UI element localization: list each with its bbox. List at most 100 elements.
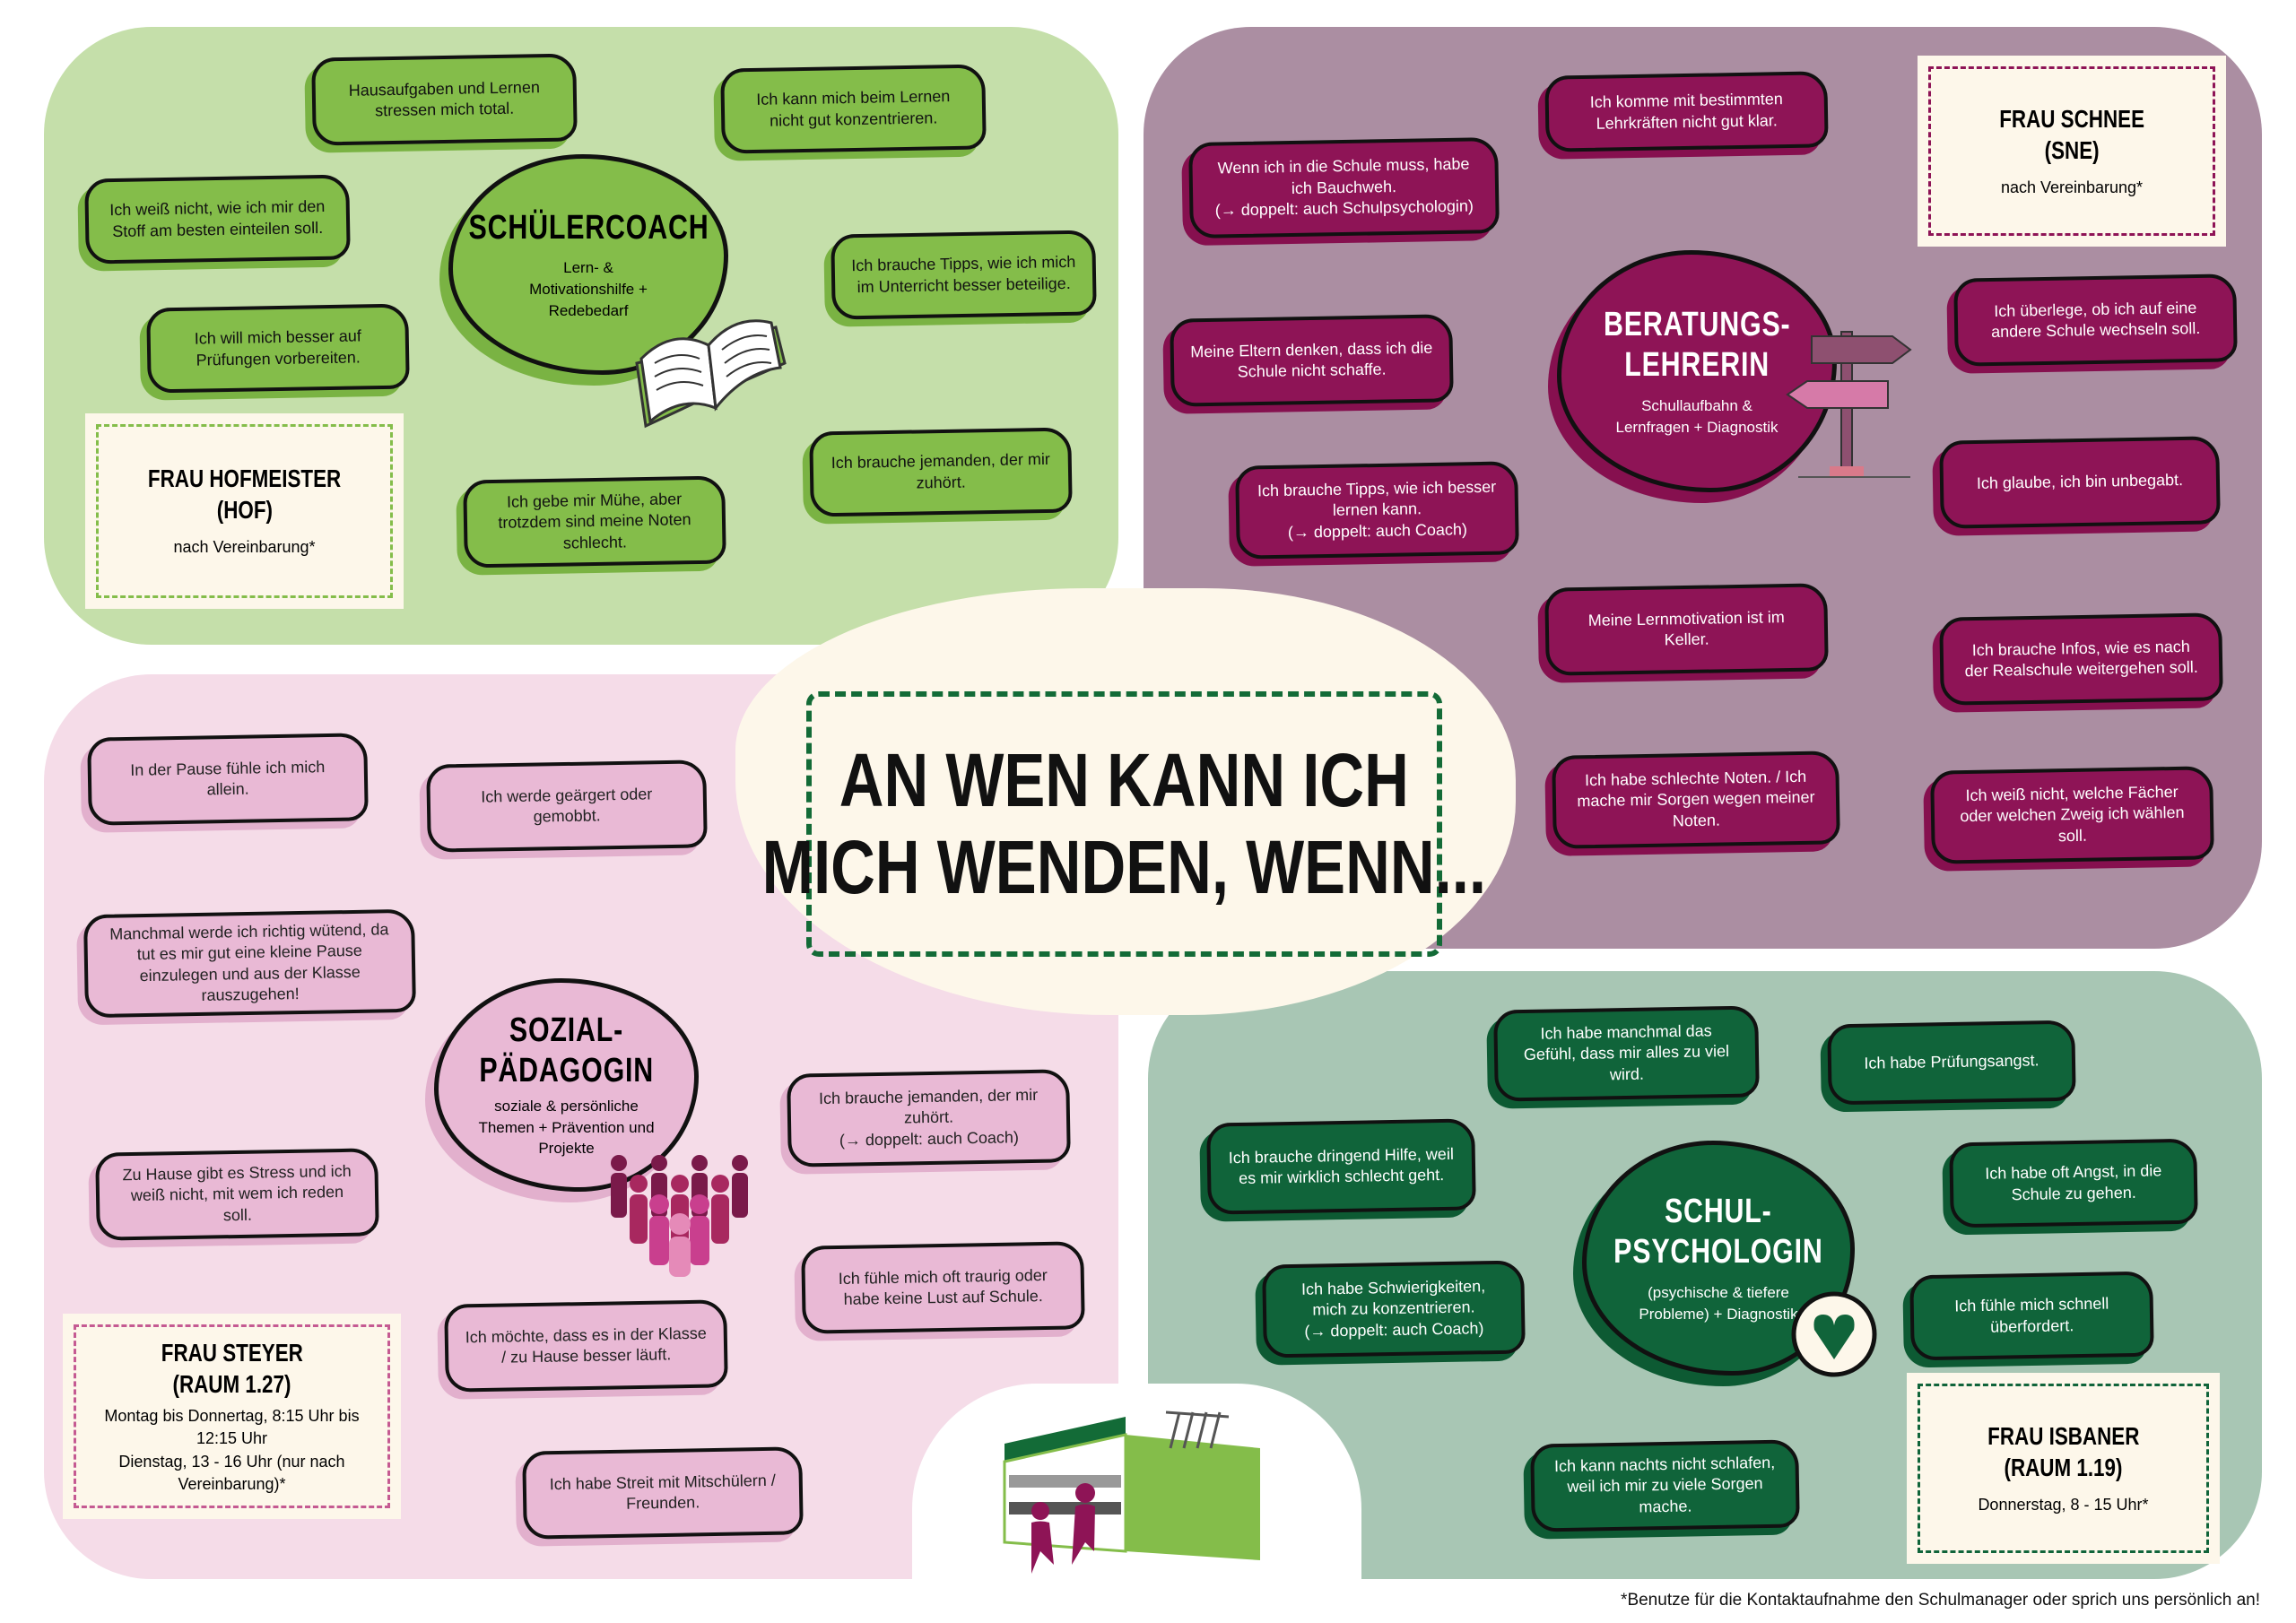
- card-text: Ich will mich besser auf Prüfungen vorbe…: [194, 326, 361, 369]
- card-note: (→ doppelt: auch Coach): [1304, 1318, 1484, 1341]
- role-title: SOZIAL-: [509, 1011, 624, 1049]
- contact-code: (SNE): [2044, 135, 2100, 164]
- concern-card: Ich fühle mich schnell überfordert.: [1909, 1271, 2154, 1361]
- concern-card: Ich überlege, ob ich auf eine andere Sch…: [1953, 273, 2238, 367]
- card-text: In der Pause fühle ich mich allein.: [130, 757, 326, 799]
- school-logo-icon: [1003, 1410, 1260, 1574]
- card-note: (→ doppelt: auch Schulpsychologin): [1214, 196, 1474, 220]
- card-text: Meine Lernmotivation ist im Keller.: [1587, 607, 1785, 649]
- role-subtitle: Schullaufbahn & Lernfragen + Diagnostik: [1615, 396, 1779, 436]
- book-icon: [635, 319, 787, 429]
- concern-card: Manchmal werde ich richtig wütend, da tu…: [83, 908, 416, 1019]
- concern-card: Ich gebe mir Mühe, aber trotzdem sind me…: [463, 475, 726, 568]
- card-text: Wenn ich in die Schule muss, habe ich Ba…: [1217, 154, 1470, 197]
- card-text: Ich kann mich beim Lernen nicht gut konz…: [756, 87, 951, 130]
- contact-hours: Dienstag, 13 - 16 Uhr (nur nach Vereinba…: [118, 1452, 345, 1493]
- page-title-line: AN WEN KANN ICH: [839, 738, 1410, 823]
- title-box: AN WEN KANN ICH MICH WENDEN, WENN...: [762, 691, 1486, 957]
- concern-card: Ich brauche Tipps, wie ich mich im Unter…: [831, 230, 1097, 320]
- role-title: PÄDAGOGIN: [479, 1052, 654, 1090]
- card-text: Ich fühle mich oft traurig oder habe kei…: [838, 1265, 1048, 1308]
- concern-card: Zu Hause gibt es Stress und ich weiß nic…: [95, 1148, 379, 1241]
- contact-name: FRAU HOFMEISTER: [147, 464, 342, 493]
- beratung-heading-blob: BERATUNGS- LEHRERIN Schullaufbahn & Lern…: [1557, 250, 1837, 492]
- role-subtitle: (psychische & tiefere Probleme) + Diagno…: [1639, 1283, 1798, 1323]
- sozial-heading-blob: SOZIAL- PÄDAGOGIN soziale & persönliche …: [434, 978, 699, 1192]
- contact-box: FRAU STEYER (RAUM 1.27) Montag bis Donne…: [63, 1314, 401, 1519]
- card-text: Ich habe oft Angst, in die Schule zu geh…: [1985, 1161, 2162, 1203]
- card-note: (→ doppelt: auch Coach): [1287, 519, 1468, 542]
- concern-card: Ich brauche jemanden, der mir zuhört.: [809, 427, 1073, 517]
- page-title-line: MICH WENDEN, WENN...: [761, 825, 1487, 909]
- card-text: Ich habe Schwierigkeiten, mich zu konzen…: [1300, 1277, 1486, 1319]
- concern-card: Ich brauche jemanden, der mir zuhört.(→ …: [787, 1069, 1071, 1167]
- concern-card: Ich habe Streit mit Mitschülern / Freund…: [522, 1446, 804, 1540]
- card-text: Ich fühle mich schnell überfordert.: [1954, 1294, 2109, 1336]
- contact-code: (HOF): [216, 496, 273, 525]
- signpost-icon: [1786, 331, 1912, 478]
- card-text: Ich brauche Tipps, wie ich besser lernen…: [1257, 477, 1497, 520]
- card-text: Ich werde geärgert oder gemobbt.: [481, 784, 653, 826]
- card-text: Ich brauche Tipps, wie ich mich im Unter…: [851, 252, 1076, 296]
- concern-card: Hausaufgaben und Lernen stressen mich to…: [311, 53, 578, 146]
- concern-card: In der Pause fühle ich mich allein.: [87, 733, 369, 826]
- contact-code: (RAUM 1.27): [172, 1370, 291, 1399]
- card-text: Ich überlege, ob ich auf eine andere Sch…: [1990, 298, 2201, 342]
- role-title: BERATUNGS-: [1603, 305, 1791, 343]
- card-text: Ich habe Streit mit Mitschülern / Freund…: [549, 1471, 776, 1513]
- people-group-icon: [611, 1155, 748, 1277]
- card-text: Manchmal werde ich richtig wütend, da tu…: [109, 920, 389, 1004]
- card-text: Ich glaube, ich bin unbegabt.: [1976, 471, 2184, 493]
- concern-card: Ich weiß nicht, wie ich mir den Stoff am…: [84, 174, 351, 265]
- concern-card: Ich brauche Infos, wie es nach der Reals…: [1939, 612, 2223, 706]
- contact-name: FRAU STEYER: [161, 1339, 303, 1367]
- concern-card: Ich werde geärgert oder gemobbt.: [426, 759, 708, 853]
- concern-card: Ich kann mich beim Lernen nicht gut konz…: [720, 64, 987, 154]
- concern-card: Ich will mich besser auf Prüfungen vorbe…: [146, 303, 410, 394]
- contact-box: FRAU ISBANER (RAUM 1.19) Donnerstag, 8 -…: [1907, 1373, 2220, 1564]
- concern-card: Ich brauche dringend Hilfe, weil es mir …: [1206, 1118, 1476, 1215]
- concern-card: Ich brauche Tipps, wie ich besser lernen…: [1235, 461, 1519, 560]
- card-text: Ich habe Prüfungsangst.: [1864, 1051, 2039, 1072]
- concern-card: Ich fühle mich oft traurig oder habe kei…: [801, 1241, 1085, 1334]
- coach-heading-blob: SCHÜLERCOACH Lern- & Motivationshilfe + …: [448, 154, 728, 375]
- concern-card: Ich komme mit bestimmten Lehrkräften nic…: [1544, 71, 1829, 152]
- concern-card: Ich habe schlechte Noten. / Ich mache mi…: [1552, 751, 1840, 849]
- card-note: (→ doppelt: auch Coach): [839, 1127, 1020, 1150]
- card-text: Zu Hause gibt es Stress und ich weiß nic…: [122, 1161, 352, 1224]
- footnote: *Benutze für die Kontaktaufnahme den Sch…: [1621, 1591, 2260, 1610]
- role-title: SCHUL-: [1665, 1192, 1772, 1230]
- concern-card: Ich weiß nicht, welche Fächer oder welch…: [1930, 766, 2214, 864]
- role-title: PSYCHOLOGIN: [1613, 1233, 1823, 1271]
- role-subtitle: Lern- & Motivationshilfe + Redebedarf: [529, 259, 648, 319]
- contact-name: FRAU SCHNEE: [1999, 104, 2144, 133]
- role-subtitle: soziale & persönliche Themen + Präventio…: [478, 1097, 655, 1158]
- concern-card: Ich möchte, dass es in der Klasse / zu H…: [444, 1299, 728, 1393]
- card-text: Ich möchte, dass es in der Klasse / zu H…: [465, 1324, 708, 1367]
- card-text: Ich kann nachts nicht schlafen, weil ich…: [1553, 1453, 1776, 1516]
- card-text: Ich brauche jemanden, der mir zuhört.: [831, 449, 1051, 491]
- concern-card: Ich habe Prüfungsangst.: [1827, 1020, 2076, 1106]
- contact-box: FRAU HOFMEISTER (HOF) nach Vereinbarung*: [85, 413, 404, 609]
- role-title: SCHÜLERCOACH: [468, 208, 709, 247]
- role-title: LEHRERIN: [1624, 346, 1770, 385]
- concern-card: Ich habe manchmal das Gefühl, dass mir a…: [1493, 1005, 1760, 1102]
- card-text: Ich brauche dringend Hilfe, weil es mir …: [1228, 1144, 1455, 1187]
- contact-hours: nach Vereinbarung*: [173, 538, 316, 557]
- contact-box: FRAU SCHNEE (SNE) nach Vereinbarung*: [1918, 56, 2226, 247]
- concern-card: Ich habe oft Angst, in die Schule zu geh…: [1949, 1138, 2198, 1228]
- card-text: Ich weiß nicht, welche Fächer oder welch…: [1960, 782, 2185, 845]
- card-text: Ich brauche jemanden, der mir zuhört.: [818, 1085, 1039, 1127]
- concern-card: Ich habe Schwierigkeiten, mich zu konzen…: [1262, 1260, 1526, 1358]
- contact-hours: Donnerstag, 8 - 15 Uhr*: [1978, 1495, 2149, 1514]
- concern-card: Wenn ich in die Schule muss, habe ich Ba…: [1188, 136, 1500, 239]
- title-cloud: [735, 588, 1516, 1015]
- heart-icon: [1791, 1291, 1877, 1377]
- contact-name: FRAU ISBANER: [1987, 1421, 2140, 1450]
- card-text: Ich brauche Infos, wie es nach der Reals…: [1964, 637, 2198, 681]
- card-text: Meine Eltern denken, dass ich die Schule…: [1190, 338, 1433, 381]
- card-text: Ich weiß nicht, wie ich mir den Stoff am…: [109, 197, 326, 240]
- contact-hours: nach Vereinbarung*: [2000, 178, 2144, 196]
- card-text: Ich habe manchmal das Gefühl, dass mir a…: [1523, 1021, 1730, 1084]
- contact-code: (RAUM 1.19): [2004, 1453, 2123, 1481]
